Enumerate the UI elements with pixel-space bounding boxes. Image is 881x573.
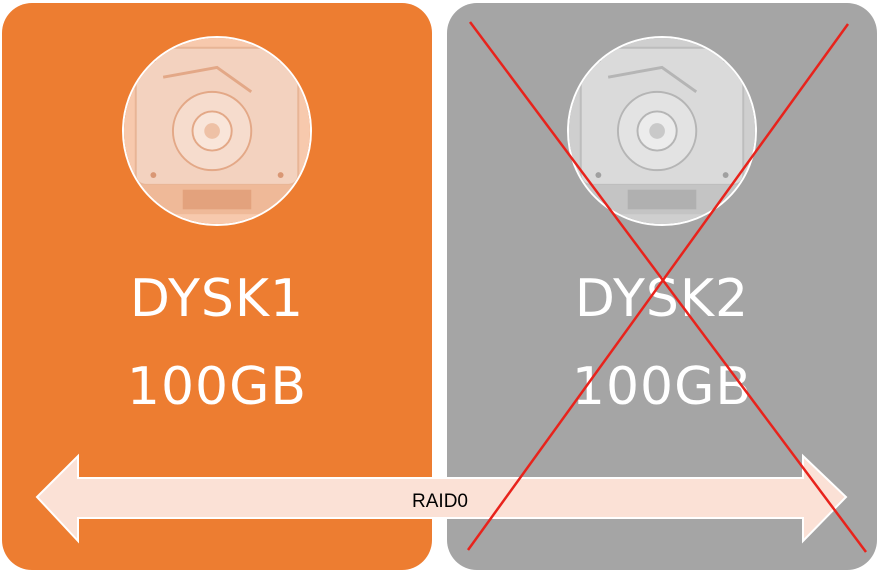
disk-name: DYSK2: [574, 269, 750, 329]
raid-label: RAID0: [412, 491, 468, 512]
disk-panel-2: DYSK2 100GB: [447, 3, 877, 570]
hard-drive-icon: [122, 36, 312, 226]
disk-size: 100GB: [571, 357, 753, 417]
disk-panel-1: DYSK1 100GB: [2, 3, 432, 570]
disk-name: DYSK1: [129, 269, 305, 329]
hard-drive-icon: [567, 36, 757, 226]
disk-size: 100GB: [126, 357, 308, 417]
